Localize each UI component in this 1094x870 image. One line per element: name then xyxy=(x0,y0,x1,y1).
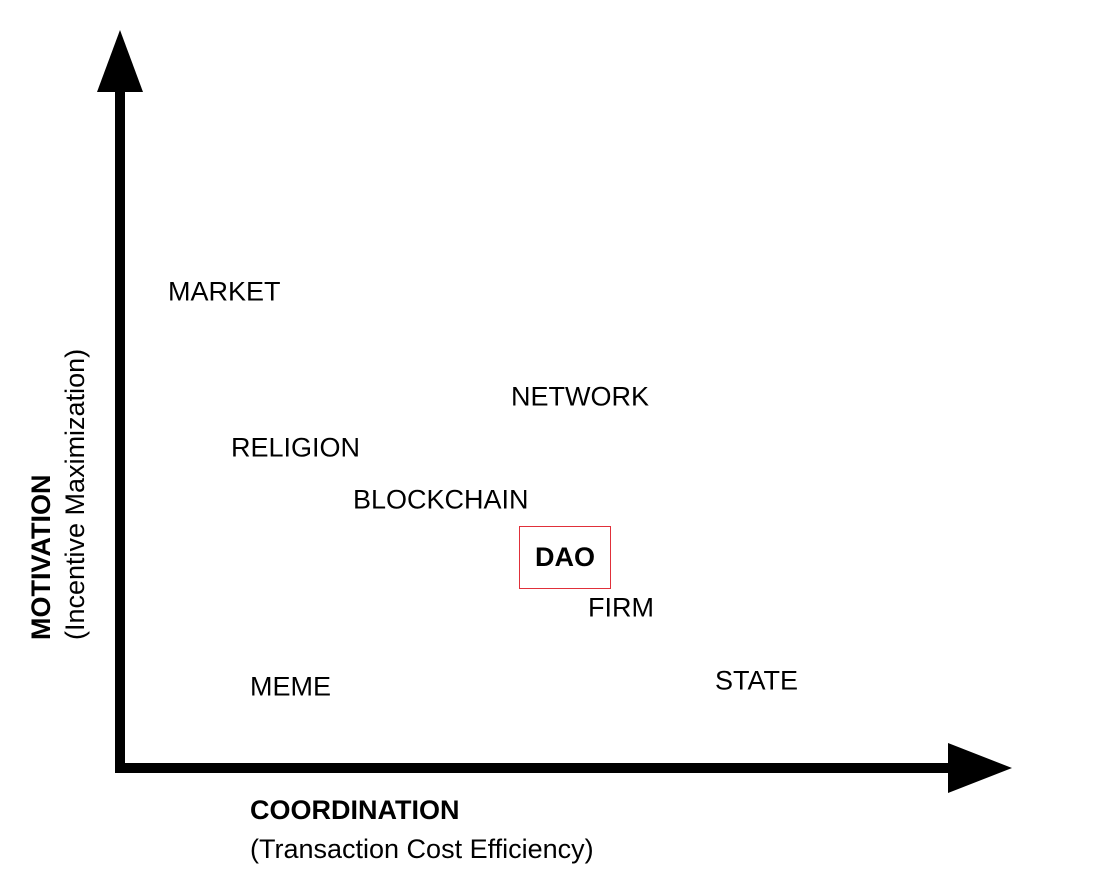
node-dao: DAO xyxy=(519,526,611,589)
node-religion: RELIGION xyxy=(231,432,361,463)
node-network: NETWORK xyxy=(511,381,649,412)
node-market: MARKET xyxy=(168,276,281,307)
y-axis-arrowhead xyxy=(97,30,143,92)
node-state: STATE xyxy=(715,665,799,696)
node-blockchain: BLOCKCHAIN xyxy=(353,484,529,515)
y-axis-subtitle: (Incentive Maximization) xyxy=(60,348,90,640)
x-axis-title: COORDINATION xyxy=(250,795,460,825)
y-axis-label: MOTIVATION (Incentive Maximization) xyxy=(24,349,92,640)
y-axis-title: MOTIVATION xyxy=(26,474,56,640)
x-axis-arrowhead xyxy=(948,743,1012,793)
node-firm: FIRM xyxy=(588,592,654,623)
x-axis-subtitle: (Transaction Cost Efficiency) xyxy=(250,834,594,864)
node-meme: MEME xyxy=(250,671,331,702)
